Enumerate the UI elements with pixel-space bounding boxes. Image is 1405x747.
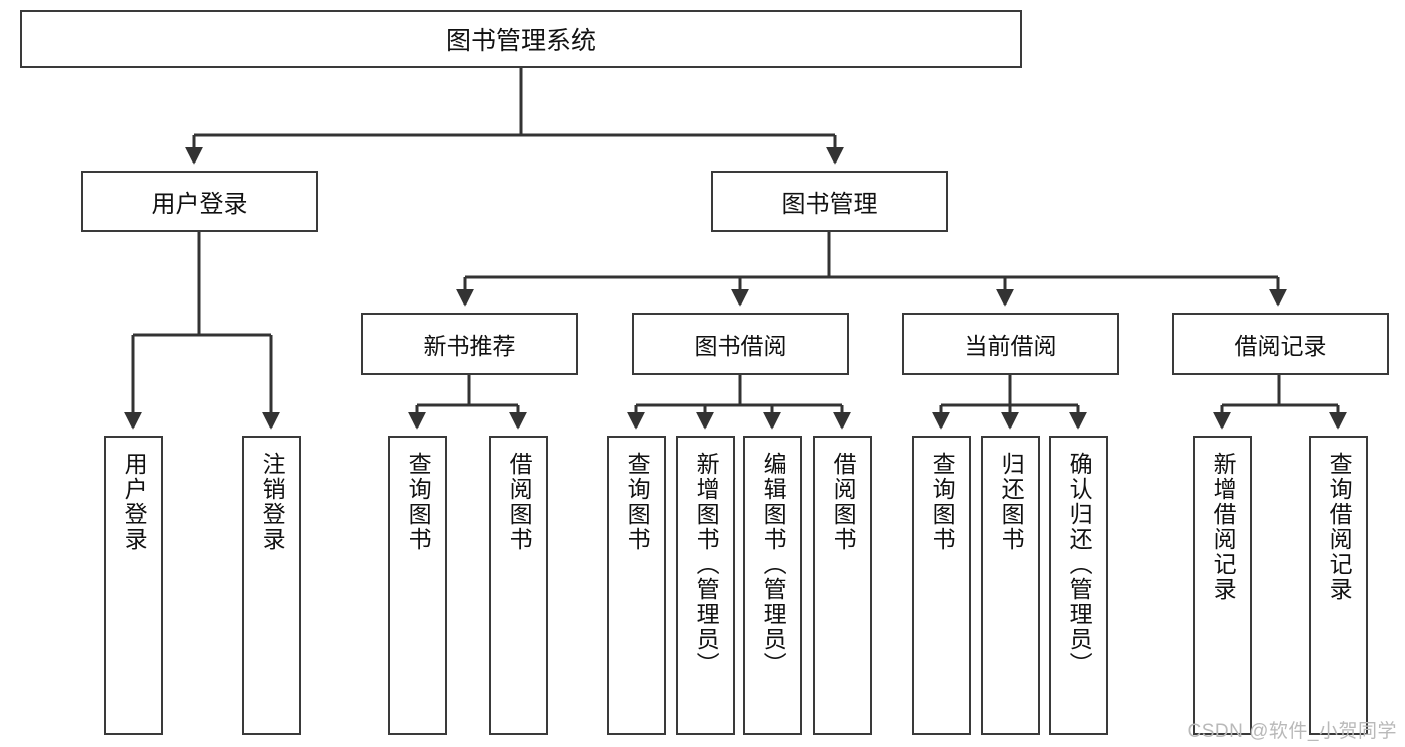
node-new-book-recommend-label: 新书推荐 — [423, 333, 516, 359]
leaf-new-book-query-book[interactable]: 查询图书 — [388, 436, 447, 735]
leaf-borrow-record-add-record[interactable]: 新增借阅记录 — [1193, 436, 1252, 735]
node-book-management-label: 图书管理 — [781, 191, 878, 218]
leaf-label: 查询图书 — [929, 452, 956, 552]
node-book-borrow[interactable]: 图书借阅 — [632, 313, 849, 375]
node-book-borrow-label: 图书借阅 — [694, 333, 787, 359]
leaf-label: 查询图书 — [405, 452, 432, 552]
leaf-book-borrow-edit-book-admin[interactable]: 编辑图书（管理员） — [743, 436, 802, 735]
leaf-label: 确认归还（管理员） — [1066, 452, 1093, 677]
node-root-label: 图书管理系统 — [445, 27, 596, 55]
node-borrow-record-label: 借阅记录 — [1234, 333, 1327, 359]
leaf-label: 查询图书 — [624, 452, 651, 552]
leaf-borrow-record-query-record[interactable]: 查询借阅记录 — [1309, 436, 1368, 735]
node-new-book-recommend[interactable]: 新书推荐 — [361, 313, 578, 375]
leaf-book-borrow-query-book[interactable]: 查询图书 — [607, 436, 666, 735]
leaf-label: 借阅图书 — [830, 452, 857, 552]
leaf-label: 编辑图书（管理员） — [760, 452, 787, 677]
leaf-user-login-logout[interactable]: 注销登录 — [242, 436, 301, 735]
leaf-book-borrow-borrow-book[interactable]: 借阅图书 — [813, 436, 872, 735]
node-borrow-record[interactable]: 借阅记录 — [1172, 313, 1389, 375]
node-book-management[interactable]: 图书管理 — [711, 171, 948, 232]
leaf-label: 新增图书（管理员） — [693, 452, 720, 677]
node-user-login-label: 用户登录 — [151, 191, 248, 218]
leaf-user-login-login[interactable]: 用户登录 — [104, 436, 163, 735]
node-user-login[interactable]: 用户登录 — [81, 171, 318, 232]
leaf-label: 用户登录 — [121, 452, 148, 552]
leaf-label: 借阅图书 — [506, 452, 533, 552]
leaf-label: 查询借阅记录 — [1326, 452, 1353, 602]
leaf-label: 归还图书 — [998, 452, 1025, 552]
leaf-book-borrow-add-book-admin[interactable]: 新增图书（管理员） — [676, 436, 735, 735]
node-root-book-management-system[interactable]: 图书管理系统 — [20, 10, 1022, 68]
leaf-current-borrow-confirm-return-admin[interactable]: 确认归还（管理员） — [1049, 436, 1108, 735]
csdn-watermark: CSDN @软件_小贺同学 — [1187, 721, 1397, 742]
node-current-borrow-label: 当前借阅 — [964, 333, 1057, 359]
leaf-new-book-borrow-book[interactable]: 借阅图书 — [489, 436, 548, 735]
node-current-borrow[interactable]: 当前借阅 — [902, 313, 1119, 375]
leaf-label: 注销登录 — [259, 452, 286, 552]
leaf-label: 新增借阅记录 — [1210, 452, 1237, 602]
leaf-current-borrow-return-book[interactable]: 归还图书 — [981, 436, 1040, 735]
leaf-current-borrow-query-book[interactable]: 查询图书 — [912, 436, 971, 735]
